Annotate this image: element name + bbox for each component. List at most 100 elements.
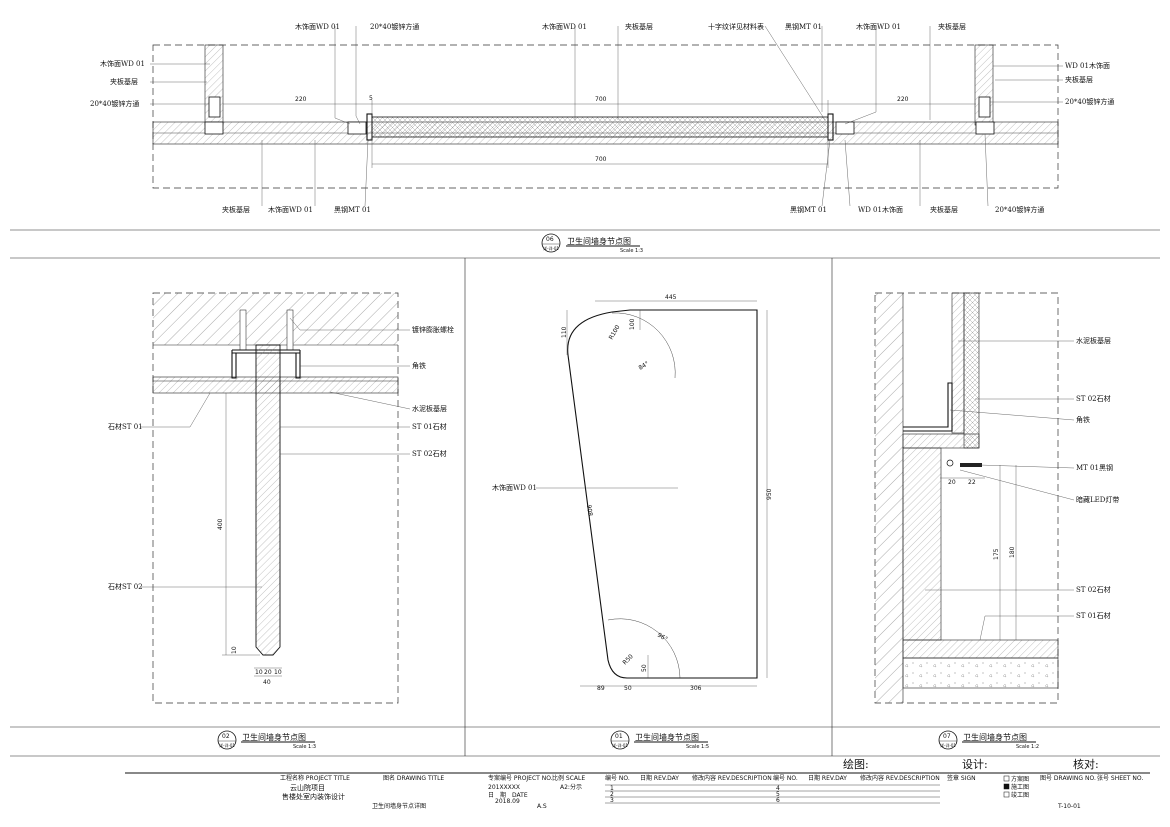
tb-dwgno-label: 图号 DRAWING NO.: [1040, 775, 1096, 782]
tb-stage3-checkbox: [1003, 791, 1010, 798]
label-ply-bot-right: 夹板基层: [930, 205, 958, 214]
tb-drawing-label: 图名 DRAWING TITLE: [383, 774, 444, 782]
detail-06-title: 06 详-详-01 卫生间墙身节点图 Scale 1:3: [541, 233, 643, 254]
title-num-07: 07: [943, 733, 951, 740]
dim-50: 50: [624, 685, 632, 692]
tb-rev-row-4: 4: [776, 785, 780, 792]
label-steel-bot-right: 黑钢MT 01: [790, 205, 827, 214]
label-tube-top-left: 20*40镀锌方通: [370, 22, 419, 31]
label-stone-left2-02: 石材ST 02: [108, 582, 143, 591]
title-num-01: 01: [615, 733, 623, 740]
label-stone1-07: ST 01石材: [1076, 611, 1111, 620]
label-wood-right: WD 01木饰面: [1065, 61, 1110, 70]
title-name-06: 卫生间墙身节点图: [567, 236, 631, 246]
tb-rev-no2: 编号 NO.: [773, 774, 798, 782]
signoff-row: 绘图: 设计: 核对:: [843, 757, 1099, 771]
dim-180: 180: [1009, 546, 1016, 558]
title-scale-07: Scale 1:2: [1016, 744, 1039, 750]
signoff-draw: 绘图:: [843, 757, 869, 771]
label-wood-top-mid: 木饰面WD 01: [542, 22, 587, 31]
label-stone-left-02: 石材ST 01: [108, 422, 143, 431]
title-bubble-01: [610, 730, 630, 750]
dim-right-220: 220: [897, 96, 909, 103]
label-tube-left: 20*40镀锌方通: [90, 99, 139, 108]
tb-date-value: 2018.09: [495, 798, 520, 805]
dim-50-v: 50: [641, 664, 648, 672]
label-angle-07: 角铁: [1076, 415, 1090, 424]
title-sheet-07: 详-详-01: [940, 742, 956, 748]
label-cement-07: 水泥板基层: [1076, 336, 1111, 345]
title-name-01: 卫生间墙身节点图: [635, 732, 699, 742]
detail-02-labels: 镀锌膨胀螺栓 角铁 水泥板基层 ST 01石材 ST 02石材 石材ST 01 …: [108, 325, 454, 686]
title-sheet-06: 详-详-01: [543, 245, 559, 251]
tb-rev-row-3: 3: [610, 797, 614, 804]
dim-slope-908: 908: [585, 504, 594, 516]
tb-rev-row-5: 5: [776, 791, 780, 798]
dim-tip-10: 10: [231, 646, 238, 654]
tb-rev-date2: 日期 REV.DAY: [808, 774, 847, 782]
label-stone2b-07: ST 02石材: [1076, 585, 1111, 594]
tb-rev-no: 编号 NO.: [605, 774, 630, 782]
tb-scale-value: A2:分示: [560, 783, 582, 791]
label-ply-right: 夹板基层: [1065, 75, 1093, 84]
label-ply-left: 夹板基层: [110, 77, 138, 86]
label-cross-note: 十字纹详见材料表: [708, 22, 764, 31]
dim-mid-700: 700: [595, 96, 607, 103]
dim-angle-96: 96°: [656, 632, 669, 643]
tb-stage1-checkbox: [1003, 775, 1010, 782]
dim-20: 20: [948, 479, 956, 486]
label-ply-bot-left: 夹板基层: [222, 205, 250, 214]
label-wood-bot-left: 木饰面WD 01: [268, 205, 313, 214]
label-cement-02: 水泥板基层: [412, 404, 447, 413]
detail-02-title: 02 详-详-01 卫生间墙身节点图 Scale 1:3: [217, 730, 316, 750]
dim-89: 89: [597, 685, 605, 692]
dim-b2: 20: [264, 669, 272, 676]
dim-left-110: 110: [561, 326, 568, 338]
label-wood-left: 木饰面WD 01: [100, 59, 145, 68]
dim-w-40: 40: [263, 679, 271, 686]
title-scale-02: Scale 1:3: [293, 744, 316, 750]
sheet-frame: [10, 229, 1160, 757]
tb-rev-row-6: 6: [776, 797, 780, 804]
signoff-check: 核对:: [1073, 757, 1099, 771]
dim-r100: R100: [608, 324, 622, 341]
tb-project-value1: 云山院项目: [290, 783, 325, 792]
tb-scale-label: 比例 SCALE: [552, 774, 585, 782]
title-sheet-02: 详-详-01: [219, 742, 235, 748]
label-steel-top-right: 黑钢MT 01: [785, 22, 822, 31]
title-bubble-06: [541, 233, 561, 253]
label-stone2-07: ST 02石材: [1076, 394, 1111, 403]
title-num-06: 06: [546, 236, 554, 243]
tb-date-label: 日 期 DATE: [488, 791, 528, 799]
title-name-07: 卫生间墙身节点图: [963, 732, 1027, 742]
tb-rev-row-1: 1: [610, 785, 614, 792]
dim-angle-84: 84°: [638, 360, 651, 371]
detail-06-labels: 木饰面WD 01 20*40镀锌方通 木饰面WD 01 夹板基层 十字纹详见材料…: [90, 22, 1114, 214]
tb-stage1: 方案图: [1011, 775, 1029, 783]
detail-01-elevation: [536, 300, 768, 687]
tb-scale-value2: A.S: [537, 803, 547, 810]
label-steel-07: MT 01黑钢: [1076, 463, 1113, 472]
signoff-design: 设计:: [962, 758, 988, 771]
dim-400: 400: [217, 518, 224, 530]
label-led-07: 暗藏LED灯带: [1076, 495, 1119, 504]
label-ply-top-mid: 夹板基层: [625, 22, 653, 31]
tb-stage2-checkbox: [1003, 783, 1010, 790]
title-scale-06: Scale 1:3: [620, 248, 643, 254]
label-stone2-02: ST 02石材: [412, 449, 447, 458]
tb-project-value2: 售楼处室内装饰设计: [282, 792, 345, 801]
tb-sign-label: 签章 SIGN: [947, 774, 976, 782]
title-block: 工程名称 PROJECT TITLE 云山院项目 售楼处室内装饰设计 图名 DR…: [125, 772, 1150, 810]
label-ply-top-right: 夹板基层: [938, 22, 966, 31]
dim-height-950: 950: [766, 488, 773, 500]
label-wood-bot-right: WD 01木饰面: [858, 205, 903, 214]
dim-b3: 10: [274, 669, 282, 676]
label-steel-bot-left: 黑钢MT 01: [334, 205, 371, 214]
dim-b1: 10: [255, 669, 263, 676]
dim-r50: R50: [621, 653, 634, 666]
dim-left-220: 220: [295, 96, 307, 103]
detail-06-plan: [150, 25, 1063, 207]
dim-mid-bottom-700: 700: [595, 156, 607, 163]
label-wood-01: 木饰面WD 01: [492, 483, 537, 492]
title-name-02: 卫生间墙身节点图: [242, 732, 306, 742]
